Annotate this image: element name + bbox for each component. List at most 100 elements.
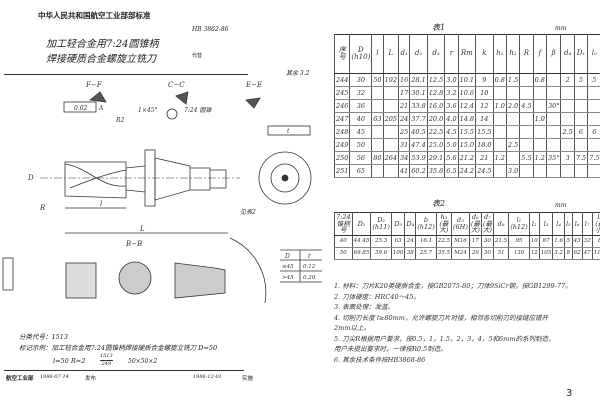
table1-cell: 40 bbox=[349, 112, 372, 126]
table1-cell bbox=[587, 86, 600, 100]
table1-cell bbox=[492, 138, 507, 152]
table1-cell: 12 bbox=[475, 99, 494, 113]
table1-cell: 34 bbox=[397, 151, 410, 165]
table1-header-cell: l₀ bbox=[587, 34, 600, 74]
table1-cell: 2 bbox=[560, 73, 575, 87]
runout-value: 0.02 bbox=[74, 105, 88, 112]
table1-cell: 2.5 bbox=[560, 125, 575, 139]
section-b-label: B−B bbox=[125, 240, 142, 248]
chamfer-label: 1×45° bbox=[138, 107, 157, 114]
table1-cell bbox=[382, 138, 399, 152]
table1-cell: 3.0 bbox=[444, 73, 459, 87]
end-view-center bbox=[281, 174, 289, 182]
table1-cell: 22.5 bbox=[426, 125, 445, 139]
table1-cell bbox=[519, 86, 534, 100]
table1-header-cell: R bbox=[519, 34, 534, 74]
note-line: 用户未提出要求时，一律按R0.5制造。 bbox=[334, 345, 447, 353]
table1-cell bbox=[573, 138, 588, 152]
table2-cell: 130 bbox=[508, 247, 530, 260]
table2-header-cell: D₂ (h11) bbox=[370, 212, 392, 236]
table1-cell: 33.8 bbox=[409, 99, 428, 113]
table1-cell bbox=[573, 99, 588, 113]
table1-cell bbox=[573, 86, 588, 100]
table2-header-cell: D₃ bbox=[390, 212, 405, 236]
end-view-inner bbox=[270, 163, 300, 193]
table1-header-cell: h₁ bbox=[492, 34, 507, 74]
table1-cell bbox=[382, 86, 399, 100]
table2-cell: 10 bbox=[528, 235, 540, 248]
table2-cell: 43 bbox=[571, 235, 583, 248]
table2-cell: 11.5 bbox=[591, 247, 600, 260]
footer-rule bbox=[4, 370, 244, 371]
table1-cell: 1.2 bbox=[492, 151, 507, 165]
table2-cell: 26 bbox=[468, 247, 482, 260]
table2-cell: M16 bbox=[451, 235, 470, 248]
dim-L: L bbox=[139, 225, 145, 233]
footer-impl-date: 1986-12-01 bbox=[193, 374, 222, 380]
table2-header-cell: d₇ (最大) bbox=[480, 212, 494, 236]
table2-unit: mm bbox=[555, 202, 567, 209]
table1-cell: 65 bbox=[349, 164, 372, 178]
table1-cell bbox=[492, 86, 507, 100]
table1-cell: 15.5 bbox=[457, 125, 476, 139]
table2-header-cell: d₅ (6H) bbox=[451, 212, 470, 236]
section-e-label: E−E bbox=[245, 81, 262, 89]
table1-cell: 249 bbox=[333, 138, 350, 152]
table2-header-cell: l₁ (h12) bbox=[508, 212, 530, 236]
section-e-shape bbox=[245, 97, 261, 109]
table1-cell: 32 bbox=[349, 86, 372, 100]
table1-cell: 1.0 bbox=[532, 112, 547, 126]
table1-cell: 30° bbox=[545, 99, 561, 113]
table1-cell bbox=[505, 112, 520, 126]
table1-header-cell: d₂ bbox=[409, 34, 428, 74]
table2-cell: 17 bbox=[468, 235, 482, 248]
table1-cell: 12.5 bbox=[426, 73, 445, 87]
table1-cell: 6 bbox=[587, 125, 600, 139]
table1-cell bbox=[492, 125, 507, 139]
table1-cell: 0.8 bbox=[492, 73, 507, 87]
replaces-label: 代替 bbox=[192, 53, 203, 59]
table1-cell: 264 bbox=[382, 151, 399, 165]
tolerance-cell: ≤45 bbox=[282, 264, 294, 270]
table1-cell bbox=[573, 164, 588, 178]
table1-cell bbox=[545, 73, 561, 87]
table1-header-cell: r bbox=[444, 34, 459, 74]
section-f-shape bbox=[89, 91, 107, 103]
table1-cell bbox=[587, 112, 600, 126]
table1-cell: 47.4 bbox=[409, 138, 428, 152]
table2-cell: 1.6 bbox=[552, 235, 565, 248]
note-line: 1. 材料：刀片K20类硬质合金，按GB2075-80；刀体9SiCr钢，按GB… bbox=[334, 282, 572, 290]
table1-unit: mm bbox=[555, 25, 567, 32]
note-line: 3. 表面处理：发蓝。 bbox=[334, 303, 395, 311]
section-c-label: C−C bbox=[168, 81, 185, 89]
table1-cell: 10.1 bbox=[457, 73, 476, 87]
table1-header-cell: d₄ bbox=[560, 34, 575, 74]
table1-cell: 244 bbox=[333, 73, 350, 87]
table2-cell: 51 bbox=[492, 247, 509, 260]
marking-fraction: 1513 249 bbox=[100, 353, 113, 368]
table1-cell: 251 bbox=[333, 164, 350, 178]
table1-cell bbox=[519, 164, 534, 178]
header-rule bbox=[4, 74, 248, 75]
table1-cell: 35.6 bbox=[426, 164, 445, 178]
note-line: 2. 刀体硬度：HRC40～45。 bbox=[334, 292, 420, 301]
table1-cell: 25 bbox=[397, 125, 410, 139]
helical-flute bbox=[64, 163, 127, 189]
table2-header-cell: l₆ bbox=[571, 212, 583, 236]
table2-cell: 40 bbox=[334, 235, 353, 248]
table1-header-cell: h₂ bbox=[505, 34, 520, 74]
table1-cell bbox=[382, 125, 399, 139]
end-view-outer bbox=[258, 151, 312, 205]
table1-header-cell: D₁ bbox=[573, 34, 588, 74]
shank bbox=[125, 157, 227, 201]
table2-cell: 32 bbox=[581, 235, 593, 248]
table1-cell: 7.5 bbox=[587, 151, 600, 165]
footer-impl-label: 实施 bbox=[242, 376, 254, 382]
table1-cell: 14 bbox=[475, 112, 494, 126]
table2-cell: 22.5 bbox=[435, 235, 452, 248]
table1-cell: 3.6 bbox=[444, 99, 459, 113]
table1-cell bbox=[545, 112, 561, 126]
